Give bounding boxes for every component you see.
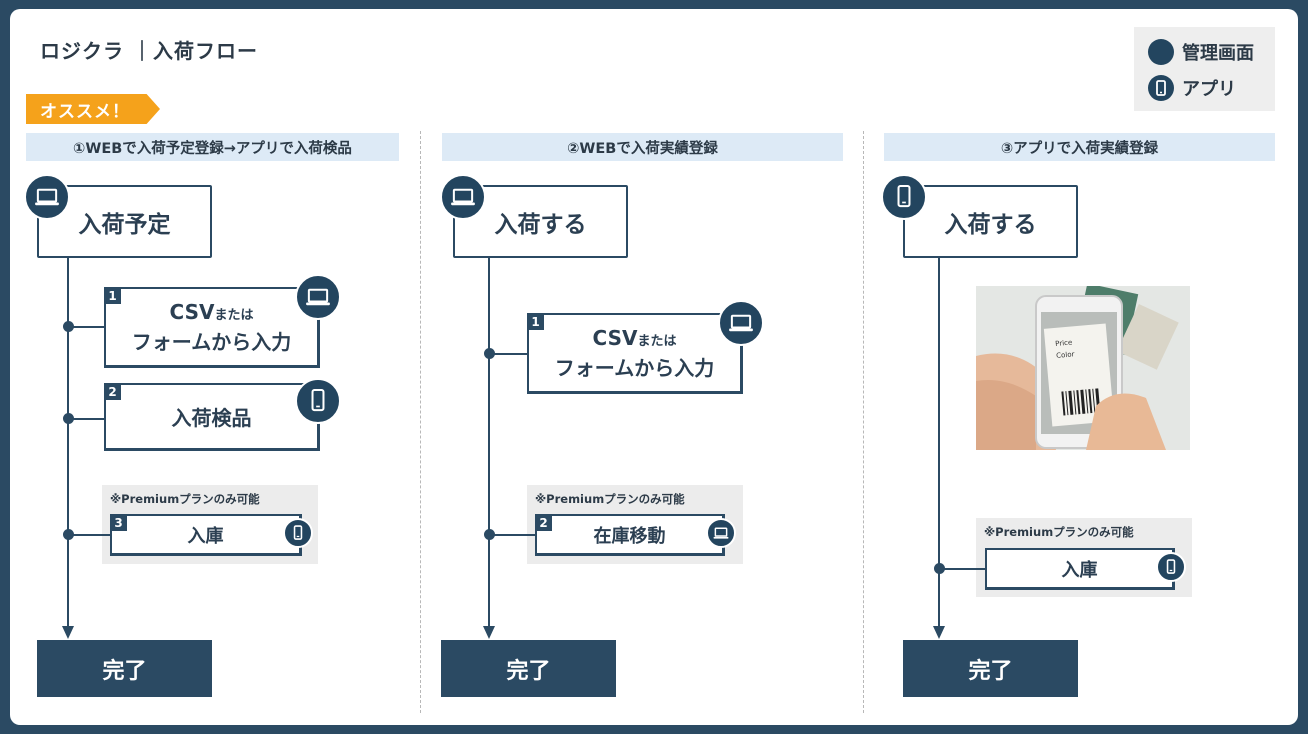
- start-box: 入荷する: [453, 185, 628, 258]
- node-dot: [63, 529, 74, 540]
- phone-icon: [1148, 75, 1174, 101]
- column-header-1: ①WEBで入荷予定登録→アプリで入荷検品: [26, 133, 399, 161]
- laptop-icon: [718, 300, 764, 346]
- tag-color: Color: [1056, 350, 1075, 360]
- node-dot: [934, 563, 945, 574]
- connector: [68, 326, 104, 328]
- step-label: 入庫: [187, 525, 224, 547]
- phone-icon: [1156, 552, 1186, 582]
- node-dot: [484, 529, 495, 540]
- step-number: 1: [527, 313, 544, 330]
- flow-arrow: [483, 626, 495, 639]
- barcode-scan-photo: Price Color: [976, 286, 1190, 450]
- done-box: 完了: [441, 640, 616, 697]
- done-box: 完了: [37, 640, 212, 697]
- legend: 管理画面 アプリ: [1134, 27, 1275, 111]
- connector: [489, 353, 527, 355]
- connector: [489, 534, 535, 536]
- step-stock-transfer: 2 在庫移動: [535, 514, 725, 556]
- node-dot: [63, 321, 74, 332]
- premium-note: ※Premiumプランのみ可能: [110, 492, 260, 506]
- step-line2: フォームから入力: [131, 330, 292, 354]
- connector: [68, 534, 110, 536]
- phone-icon: [283, 518, 313, 548]
- step-inspection: 2 入荷検品: [104, 383, 320, 451]
- flow-diagram-card: ロジクラ ｜入荷フロー 管理画面 アプリ オススメ！ ①WEBで入荷予定登録→ア…: [10, 9, 1298, 725]
- step-csv-input: 1 CSVまたは フォームから入力: [104, 287, 320, 368]
- step-label: 入庫: [1061, 559, 1098, 581]
- connector: [939, 568, 985, 570]
- legend-admin-label: 管理画面: [1182, 43, 1254, 64]
- step-number: 3: [110, 514, 127, 531]
- start-box: 入荷する: [903, 185, 1078, 258]
- node-dot: [484, 348, 495, 359]
- legend-app-label: アプリ: [1182, 79, 1236, 100]
- page-title: ロジクラ ｜入荷フロー: [40, 39, 258, 63]
- phone-icon: [295, 378, 341, 424]
- legend-admin: 管理画面: [1148, 37, 1254, 67]
- step-label: 入荷検品: [171, 406, 252, 430]
- connector: [68, 418, 104, 420]
- flow-line: [488, 257, 490, 627]
- legend-app: アプリ: [1148, 73, 1236, 103]
- done-box: 完了: [903, 640, 1078, 697]
- step-csv-input: 1 CSVまたは フォームから入力: [527, 313, 743, 394]
- step-number: 2: [104, 383, 121, 400]
- laptop-icon: [295, 274, 341, 320]
- circle-icon: [1148, 39, 1174, 65]
- tag-price: Price: [1055, 338, 1073, 347]
- flow-line: [67, 257, 69, 627]
- premium-note: ※Premiumプランのみ可能: [535, 492, 685, 506]
- laptop-icon: [24, 174, 70, 220]
- step-line1-small: または: [637, 334, 677, 349]
- step-number: 1: [104, 287, 121, 304]
- column-header-2: ②WEBで入荷実績登録: [442, 133, 843, 161]
- column-divider: [420, 131, 421, 713]
- flow-line: [938, 257, 940, 627]
- step-line1-small: または: [214, 308, 254, 323]
- premium-note: ※Premiumプランのみ可能: [984, 525, 1134, 539]
- recommended-badge: オススメ！: [26, 94, 160, 124]
- step-line2: フォームから入力: [554, 356, 715, 380]
- flow-arrow: [933, 626, 945, 639]
- step-line1: CSV: [169, 300, 215, 324]
- step-storage: 入庫: [985, 548, 1175, 590]
- step-label: 在庫移動: [593, 525, 666, 547]
- laptop-icon: [440, 174, 486, 220]
- column-divider: [863, 131, 864, 713]
- phone-icon: [881, 174, 927, 220]
- step-line1: CSV: [592, 326, 638, 350]
- step-number: 2: [535, 514, 552, 531]
- laptop-icon: [706, 518, 736, 548]
- step-storage: 3 入庫: [110, 514, 302, 556]
- column-header-3: ③アプリで入荷実績登録: [884, 133, 1275, 161]
- flow-arrow: [62, 626, 74, 639]
- node-dot: [63, 413, 74, 424]
